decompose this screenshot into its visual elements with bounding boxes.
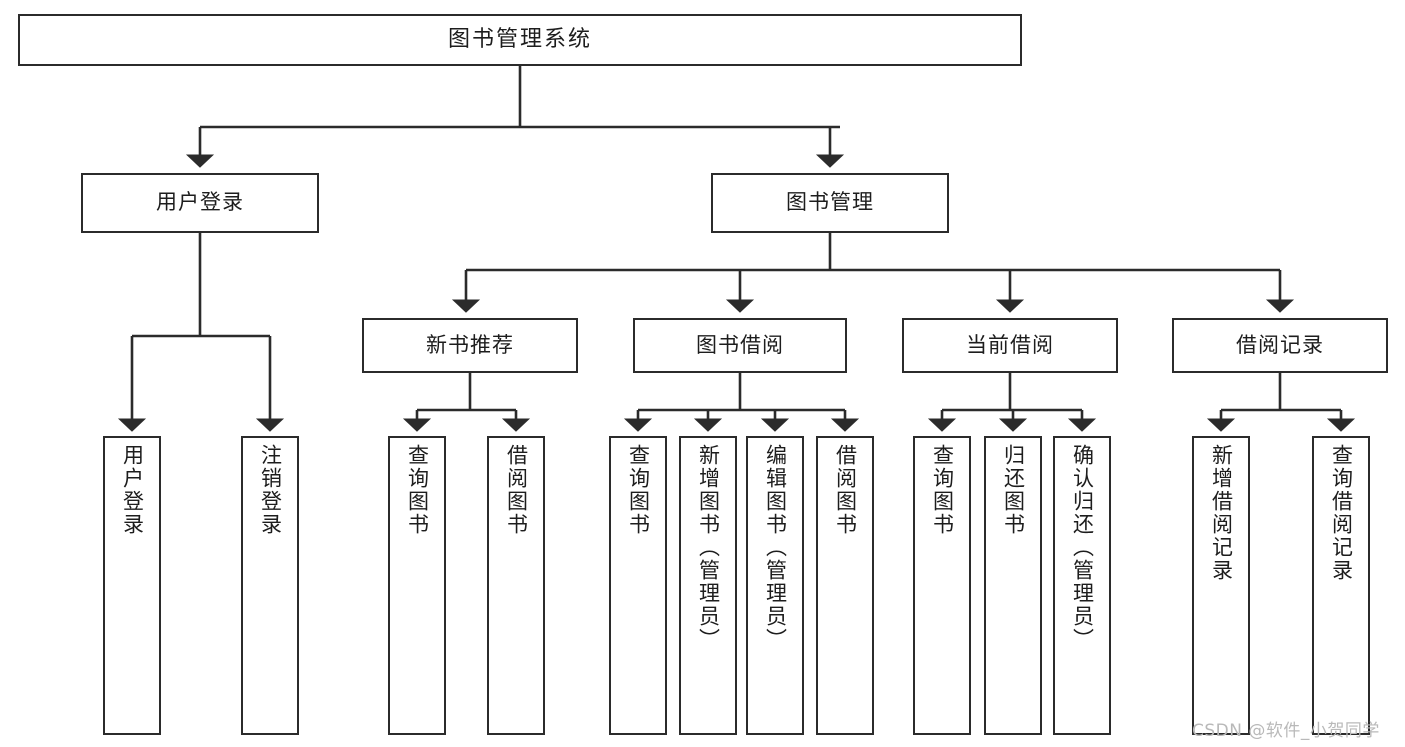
node-current-borrow[interactable]: 当前借阅: [902, 318, 1118, 373]
leaf-borrow-book-newbook[interactable]: 借阅图书: [487, 436, 545, 735]
leaf-logout[interactable]: 注销登录: [241, 436, 299, 735]
node-label: 图书借阅: [696, 332, 784, 357]
node-label: 用户登录: [156, 190, 244, 215]
node-label: 归还图书: [1001, 444, 1026, 536]
leaf-edit-book-admin[interactable]: 编辑图书（管理员）: [746, 436, 804, 735]
node-book-borrow[interactable]: 图书借阅: [633, 318, 847, 373]
leaf-query-book-newbook[interactable]: 查询图书: [388, 436, 446, 735]
leaf-borrow-book[interactable]: 借阅图书: [816, 436, 874, 735]
leaf-query-book-current[interactable]: 查询图书: [913, 436, 971, 735]
node-label: 新增借阅记录: [1209, 444, 1234, 582]
node-root-system[interactable]: 图书管理系统: [18, 14, 1022, 66]
node-label: 图书管理系统: [447, 26, 592, 52]
node-label: 查询图书: [626, 444, 651, 536]
node-label: 查询图书: [405, 444, 430, 536]
leaf-add-borrow-record[interactable]: 新增借阅记录: [1192, 436, 1250, 735]
node-label: 确认归还（管理员）: [1070, 444, 1095, 651]
node-user-login[interactable]: 用户登录: [81, 173, 319, 233]
node-label: 编辑图书（管理员）: [763, 444, 788, 651]
leaf-confirm-return-admin[interactable]: 确认归还（管理员）: [1053, 436, 1111, 735]
node-label: 借阅记录: [1236, 332, 1324, 357]
csdn-watermark: CSDN @软件_小贺同学: [1192, 721, 1380, 741]
node-book-management[interactable]: 图书管理: [711, 173, 949, 233]
node-label: 查询借阅记录: [1329, 444, 1354, 582]
leaf-query-book-borrow[interactable]: 查询图书: [609, 436, 667, 735]
leaf-add-book-admin[interactable]: 新增图书（管理员）: [679, 436, 737, 735]
node-label: 注销登录: [258, 444, 283, 536]
node-borrow-record[interactable]: 借阅记录: [1172, 318, 1388, 373]
node-label: 当前借阅: [966, 332, 1054, 357]
node-label: 新增图书（管理员）: [696, 444, 721, 651]
node-label: 图书管理: [786, 190, 874, 215]
node-new-book-recommend[interactable]: 新书推荐: [362, 318, 578, 373]
node-label: 新书推荐: [426, 332, 514, 357]
leaf-query-borrow-record[interactable]: 查询借阅记录: [1312, 436, 1370, 735]
leaf-return-book[interactable]: 归还图书: [984, 436, 1042, 735]
node-label: 用户登录: [120, 444, 145, 536]
node-label: 借阅图书: [504, 444, 529, 536]
leaf-user-login[interactable]: 用户登录: [103, 436, 161, 735]
node-label: 借阅图书: [833, 444, 858, 536]
node-label: 查询图书: [930, 444, 955, 536]
